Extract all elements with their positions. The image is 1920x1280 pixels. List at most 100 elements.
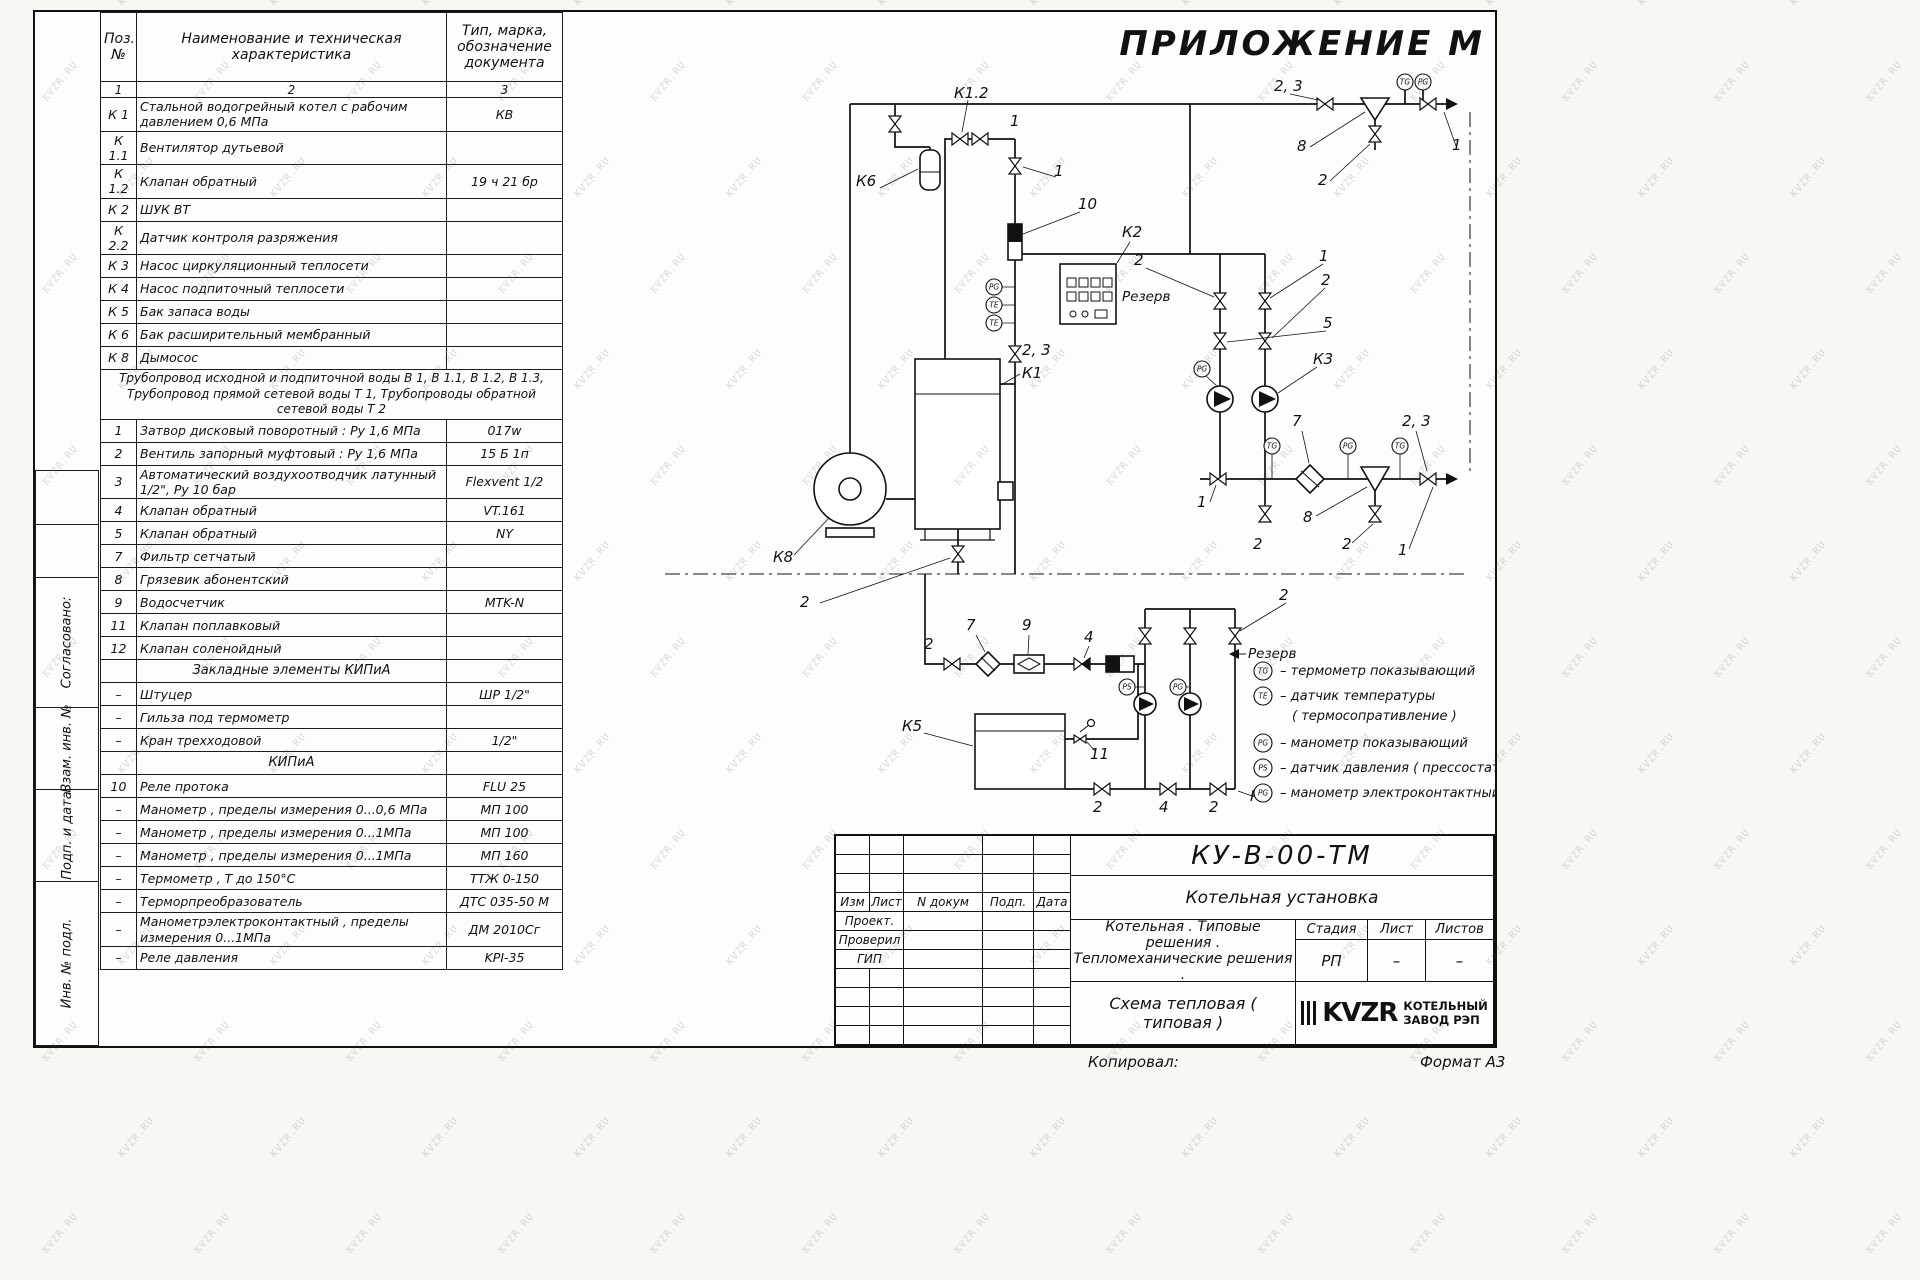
valve: [1257, 292, 1273, 310]
col-header-name: Наименование и техническая характеристик…: [136, 12, 447, 82]
spec-cell: Клапан обратный: [136, 498, 447, 523]
boiler-k1: [914, 358, 1001, 530]
role-label: ГИП: [836, 950, 904, 969]
watermark: KVZR.RU: [1484, 1115, 1525, 1160]
boundary-lines: [665, 112, 1471, 575]
spec-cell: 5: [100, 521, 137, 546]
pressure-gauge-tag: PG: [1343, 442, 1354, 451]
watermark: KVZR.RU: [1181, 0, 1221, 8]
sheet-value: –: [1368, 940, 1426, 981]
spec-cell: [446, 613, 563, 638]
watermark: KVZR.RU: [1029, 0, 1069, 8]
spec-section-row: КИПиА: [100, 751, 563, 776]
watermark: KVZR.RU: [1712, 443, 1753, 488]
diagram-label: 8: [1303, 508, 1313, 526]
diagram-label: 2: [1134, 251, 1144, 269]
pressostat-tag: PS: [1122, 683, 1132, 692]
revision-cell: [870, 836, 904, 855]
revision-cell: [983, 950, 1034, 969]
spec-cell: Датчик контроля разряжения: [136, 220, 447, 255]
watermark: KVZR.RU: [496, 1211, 537, 1256]
spec-cell: 017w: [446, 418, 563, 443]
spec-cell: К 3: [100, 254, 137, 278]
thermometer-tag: TG: [1400, 78, 1411, 87]
diagram-label: 2, 3: [1402, 412, 1431, 430]
revision-cell: [1034, 950, 1071, 969]
spec-cell: –: [100, 912, 137, 947]
spec-cell: К 1: [100, 97, 137, 132]
diagram-label: 4: [1159, 798, 1169, 816]
revision-row: [836, 969, 1071, 988]
spec-cell: Клапан обратный: [136, 164, 447, 199]
spec-cell: [446, 567, 563, 592]
spec-cell: ШР 1/2": [446, 682, 563, 707]
spec-cell: KPI-35: [446, 945, 563, 970]
diagram-label: 2: [1279, 586, 1289, 604]
revision-cell: [870, 874, 904, 893]
spec-cell: –: [100, 820, 137, 845]
spec-cell: [446, 130, 563, 165]
spec-cell: Клапан поплавковый: [136, 613, 447, 638]
revision-cell: [904, 1026, 983, 1045]
legend-symbol: PG: [1258, 789, 1269, 798]
watermark: KVZR.RU: [40, 1211, 81, 1256]
spec-row: –Манометр , пределы измерения 0...0,6 МП…: [100, 797, 563, 822]
spec-cell: Реле давления: [136, 945, 447, 970]
legend-symbol: PS: [1258, 764, 1268, 773]
revision-cell: [870, 855, 904, 874]
spec-cell: К 2: [100, 197, 137, 222]
spec-cell: К 1.1: [100, 130, 137, 165]
spec-cell: МП 160: [446, 843, 563, 868]
diagram-label: 1: [1319, 247, 1329, 265]
revision-row: Проект.: [836, 912, 1071, 931]
diagram-label: 7: [966, 616, 976, 634]
instrument-bubbles: [985, 73, 1432, 696]
diagram-label: 2: [924, 635, 934, 653]
valve: [1419, 471, 1437, 487]
watermark: KVZR.RU: [1560, 59, 1601, 104]
revision-cell: [904, 931, 983, 950]
watermark: KVZR.RU: [1864, 443, 1905, 488]
diagram-label: 5: [1323, 314, 1333, 332]
spec-cell: Бак расширительный мембранный: [136, 323, 447, 347]
diagram-label: 1: [1398, 541, 1408, 559]
watermark: KVZR.RU: [725, 0, 765, 8]
watermark: KVZR.RU: [1636, 155, 1677, 200]
spec-cell: [446, 705, 563, 730]
revision-cell: [836, 988, 870, 1007]
stamp-label: Взам. инв. №: [59, 704, 75, 793]
mud-separator: [1359, 97, 1391, 122]
valve: [1419, 96, 1437, 112]
spec-cell: [446, 254, 563, 278]
spec-cell: К 1.2: [100, 164, 137, 199]
valve: [887, 115, 903, 133]
float-ball: [1086, 718, 1096, 728]
revision-cell: [836, 874, 870, 893]
revision-cell: [836, 969, 870, 988]
drawing-frame: ПРИЛОЖЕНИЕ М Поз. № Наименование и техни…: [33, 10, 1497, 1048]
watermark: KVZR.RU: [1028, 1115, 1069, 1160]
spec-cell: Терморпреобразователь: [136, 889, 447, 914]
scheme-name: Схема тепловая ( типовая ): [1071, 982, 1296, 1044]
watermark: KVZR.RU: [420, 1115, 461, 1160]
company-name: КОТЕЛЬНЫЙ ЗАВОД РЭП: [1403, 999, 1487, 1028]
pressure-gauge-tag: PG: [1173, 683, 1184, 692]
rev-header: Лист: [870, 893, 904, 912]
spec-cell: Стальной водогрейный котел с рабочим дав…: [136, 97, 447, 132]
legend-symbol: PG: [1258, 739, 1269, 748]
title-block-right: КУ-В-00-ТМ Котельная установка Котельная…: [1071, 836, 1493, 1044]
spec-cell: Дымосос: [136, 346, 447, 370]
description-line: Тепломеханические решения .: [1073, 950, 1293, 983]
spec-cell: 19 ч 21 бр: [446, 164, 563, 199]
spec-cell: Закладные элементы КИПиА: [136, 659, 447, 684]
kvzr-logo-text: KVZR: [1322, 998, 1398, 1028]
revision-row: [836, 874, 1071, 893]
